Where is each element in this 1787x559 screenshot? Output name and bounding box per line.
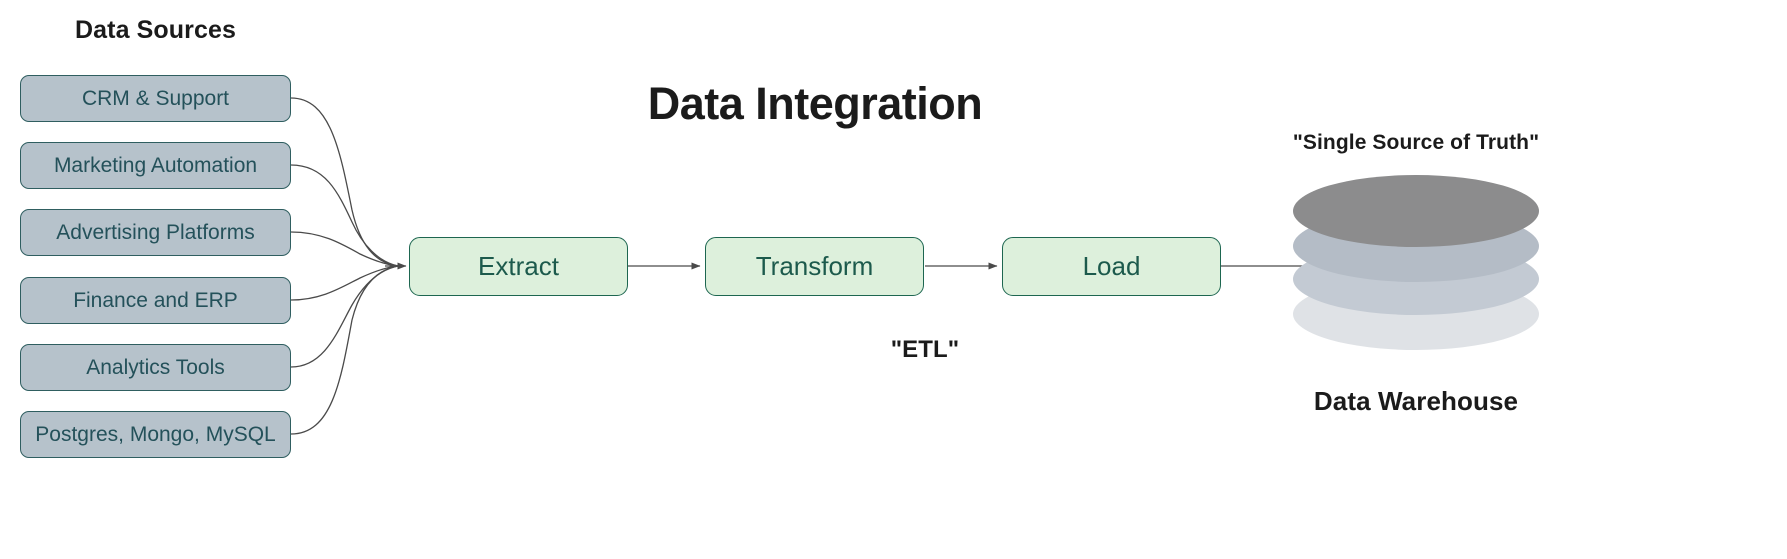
warehouse-disc-1 [1293, 175, 1539, 247]
source-box-advertising-platforms[interactable]: Advertising Platforms [20, 209, 291, 256]
source-box-label: Finance and ERP [73, 288, 238, 312]
source-box-crm-support[interactable]: CRM & Support [20, 75, 291, 122]
page-title: Data Integration [647, 78, 983, 129]
source-box-label: Advertising Platforms [56, 220, 255, 244]
data-sources-heading: Data Sources [75, 16, 236, 44]
source-box-label: CRM & Support [81, 86, 230, 110]
source-box-label: Postgres, Mongo, MySQL [35, 422, 276, 446]
source-box-analytics-tools[interactable]: Analytics Tools [20, 344, 291, 391]
source-connector-3 [290, 231, 399, 267]
pipeline-stage-label: Load [1082, 251, 1141, 281]
source-box-databases[interactable]: Postgres, Mongo, MySQL [20, 411, 291, 458]
etl-caption: "ETL" [890, 336, 960, 363]
source-connectors [290, 97, 407, 435]
source-connector-5 [290, 265, 399, 368]
source-connector-4 [290, 265, 399, 301]
data-warehouse-icon [1293, 175, 1539, 350]
source-box-finance-erp[interactable]: Finance and ERP [20, 277, 291, 324]
pipeline-stage-load[interactable]: Load [1002, 237, 1221, 296]
source-connector-6 [290, 265, 399, 435]
pipeline-stage-extract[interactable]: Extract [409, 237, 628, 296]
source-connector-1 [290, 97, 399, 267]
pipeline-stage-transform[interactable]: Transform [705, 237, 924, 296]
pipeline-stage-label: Transform [755, 251, 874, 281]
source-box-marketing-automation[interactable]: Marketing Automation [20, 142, 291, 189]
source-box-label: Marketing Automation [53, 153, 258, 177]
source-connector-2 [290, 164, 399, 267]
single-source-of-truth-caption: "Single Source of Truth" [1292, 131, 1540, 154]
source-box-label: Analytics Tools [86, 355, 225, 379]
data-warehouse-caption: Data Warehouse [1313, 386, 1519, 416]
pipeline-stage-label: Extract [478, 251, 559, 281]
